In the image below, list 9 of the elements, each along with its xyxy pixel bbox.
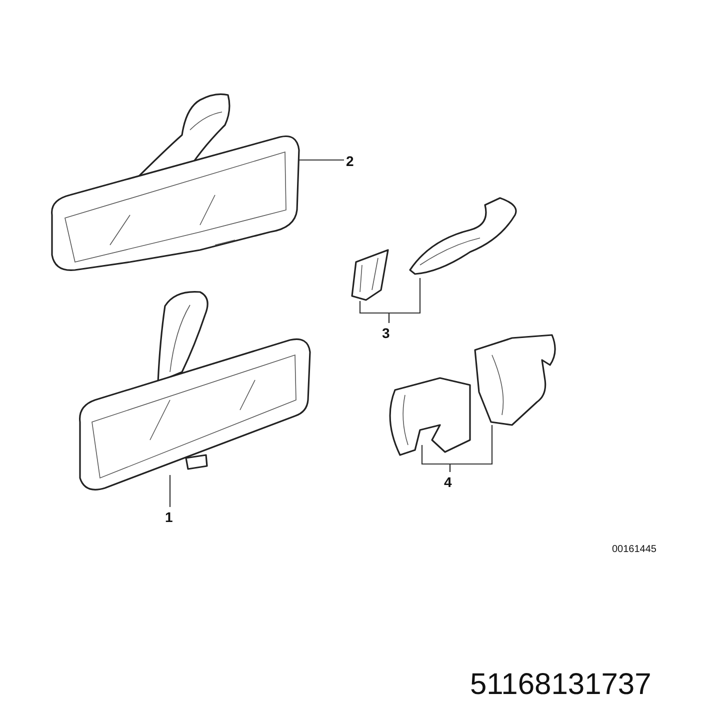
- leader-line: [169, 475, 171, 507]
- part-number: 51168131737: [470, 668, 652, 702]
- leader-line: [449, 425, 493, 472]
- callout-number: 3: [382, 325, 390, 341]
- drawing-number: 00161445: [612, 544, 656, 555]
- leader-line: [388, 278, 421, 323]
- callout-number: 2: [346, 153, 354, 169]
- callout-number: 4: [444, 474, 452, 490]
- callout-number: 1: [165, 509, 173, 525]
